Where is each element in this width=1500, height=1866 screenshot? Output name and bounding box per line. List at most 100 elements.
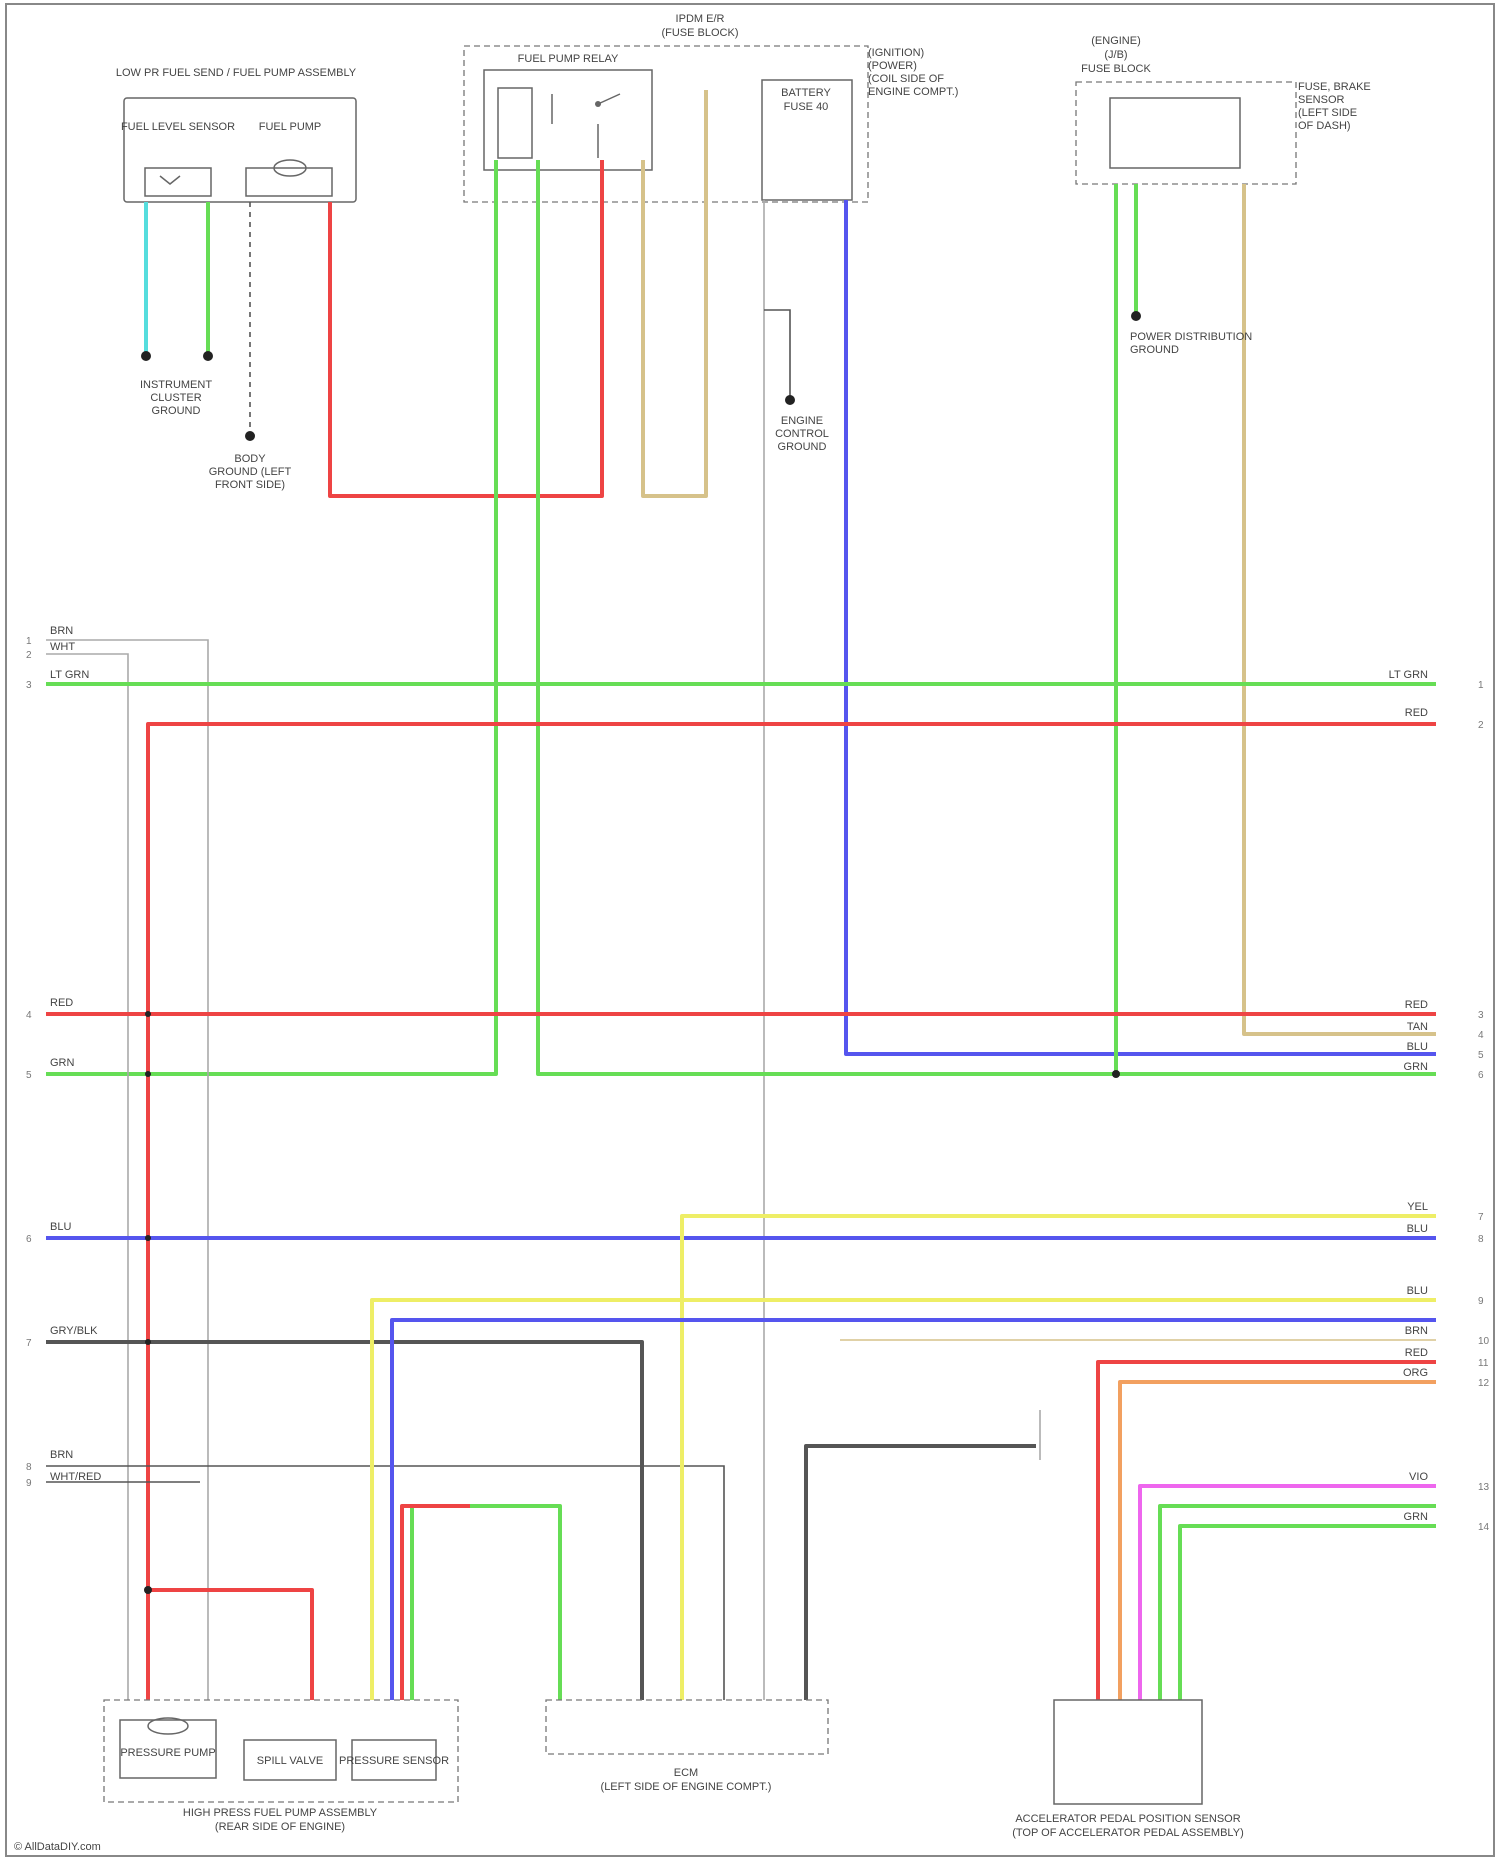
ground1-line1: INSTRUMENT — [140, 379, 212, 391]
fuel-tank-title: LOW PR FUEL SEND / FUEL PUMP ASSEMBLY — [116, 67, 357, 79]
battery-fuse-label: BATTERY — [781, 87, 831, 99]
ground2-line3: FRONT SIDE) — [215, 479, 285, 491]
svg-text:VIO: VIO — [1409, 1471, 1428, 1483]
svg-text:6: 6 — [1478, 1070, 1484, 1081]
svg-text:6: 6 — [26, 1234, 32, 1245]
relay-coil — [498, 88, 532, 158]
app-sensor-title: ACCELERATOR PEDAL POSITION SENSOR — [1015, 1813, 1240, 1825]
svg-text:BRN: BRN — [50, 1449, 73, 1461]
svg-text:8: 8 — [1478, 1234, 1484, 1245]
svg-text:9: 9 — [1478, 1296, 1484, 1307]
svg-text:ORG: ORG — [1403, 1367, 1428, 1379]
spill-valve-label: SPILL VALVE — [257, 1755, 323, 1767]
svg-text:2: 2 — [26, 650, 32, 661]
right-block-title: FUSE BLOCK — [1081, 63, 1151, 75]
fuel-tank-assembly: LOW PR FUEL SEND / FUEL PUMP ASSEMBLY FU… — [116, 67, 357, 202]
svg-text:GRN: GRN — [1404, 1061, 1429, 1073]
svg-text:RED: RED — [1405, 1347, 1428, 1359]
svg-text:LT GRN: LT GRN — [50, 669, 89, 681]
svg-text:5: 5 — [1478, 1050, 1484, 1061]
right-note-4: OF DASH) — [1298, 120, 1351, 132]
footer-credit: © AllDataDIY.com — [14, 1841, 101, 1853]
svg-text:RED: RED — [1405, 999, 1428, 1011]
svg-text:11: 11 — [1478, 1358, 1489, 1369]
svg-text:10: 10 — [1478, 1336, 1490, 1347]
svg-text:BLU: BLU — [1407, 1041, 1428, 1053]
accelerator-pedal-sensor: ACCELERATOR PEDAL POSITION SENSOR (TOP O… — [1012, 1700, 1243, 1839]
fuel-level-sensor-icon — [160, 176, 180, 184]
page-frame — [6, 4, 1494, 1856]
ipdm-title: IPDM E/R — [676, 13, 725, 25]
right-block-sub: (J/B) — [1104, 49, 1127, 61]
svg-text:5: 5 — [26, 1070, 32, 1081]
battery-fuse-sub: FUSE 40 — [784, 101, 829, 113]
svg-text:LT GRN: LT GRN — [1389, 669, 1428, 681]
ecm-connector: ECM (LEFT SIDE OF ENGINE COMPT.) — [546, 1700, 828, 1793]
svg-text:7: 7 — [1478, 1212, 1484, 1223]
hp-pump-subtitle: (REAR SIDE OF ENGINE) — [215, 1821, 345, 1833]
svg-text:RED: RED — [50, 997, 73, 1009]
ecm-subtitle: (LEFT SIDE OF ENGINE COMPT.) — [601, 1781, 772, 1793]
svg-text:RED: RED — [1405, 707, 1428, 719]
ground2-line2: GROUND (LEFT — [209, 466, 292, 478]
ipdm-subtitle: (FUSE BLOCK) — [661, 27, 738, 39]
svg-text:TAN: TAN — [1407, 1021, 1428, 1033]
top-grounds: INSTRUMENT CLUSTER GROUND BODY GROUND (L… — [140, 311, 1252, 491]
svg-text:1: 1 — [1478, 680, 1484, 691]
svg-text:12: 12 — [1478, 1378, 1490, 1389]
svg-text:WHT: WHT — [50, 641, 75, 653]
fuel-pump-relay-label: FUEL PUMP RELAY — [518, 53, 619, 65]
svg-text:4: 4 — [26, 1010, 32, 1021]
ground4-line2: GROUND — [1130, 344, 1179, 356]
right-note-2: SENSOR — [1298, 94, 1345, 106]
svg-text:3: 3 — [1478, 1010, 1484, 1021]
svg-text:1: 1 — [26, 636, 32, 647]
ipdm-note-1: (IGNITION) — [868, 47, 924, 59]
svg-text:YEL: YEL — [1407, 1201, 1428, 1213]
right-note-1: FUSE, BRAKE — [1298, 81, 1371, 93]
junction-dots — [144, 1011, 1120, 1594]
bus-wires — [46, 640, 1436, 1700]
ground3-line1: ENGINE — [781, 415, 823, 427]
ground3-line2: CONTROL — [775, 428, 829, 440]
svg-text:2: 2 — [1478, 720, 1484, 731]
hp-pump-title: HIGH PRESS FUEL PUMP ASSEMBLY — [183, 1807, 378, 1819]
ipdm-note-4: ENGINE COMPT.) — [868, 86, 958, 98]
svg-text:GRN: GRN — [50, 1057, 75, 1069]
svg-text:BLU: BLU — [1407, 1223, 1428, 1235]
svg-text:9: 9 — [26, 1478, 32, 1489]
svg-text:BLU: BLU — [50, 1221, 71, 1233]
ground2-line1: BODY — [234, 453, 266, 465]
svg-text:14: 14 — [1478, 1522, 1490, 1533]
svg-text:BRN: BRN — [50, 625, 73, 637]
right-note-3: (LEFT SIDE — [1298, 107, 1357, 119]
fuel-level-sensor-label: FUEL LEVEL SENSOR — [121, 121, 235, 133]
svg-text:WHT/RED: WHT/RED — [50, 1471, 101, 1483]
ground1-line3: GROUND — [152, 405, 201, 417]
svg-text:GRN: GRN — [1404, 1511, 1429, 1523]
svg-text:4: 4 — [1478, 1030, 1484, 1041]
relay-switch-icon — [552, 94, 620, 158]
ipdm-note-3: (COIL SIDE OF — [868, 73, 944, 85]
svg-text:BRN: BRN — [1405, 1325, 1428, 1337]
svg-text:7: 7 — [26, 1338, 32, 1349]
ground4-line1: POWER DISTRIBUTION — [1130, 331, 1252, 343]
pressure-pump-label: PRESSURE PUMP — [120, 1747, 215, 1759]
svg-text:GRY/BLK: GRY/BLK — [50, 1325, 98, 1337]
svg-text:3: 3 — [26, 680, 32, 691]
svg-text:BLU: BLU — [1407, 1285, 1428, 1297]
right-fuse-block: (ENGINE) (J/B) FUSE BLOCK FUSE, BRAKE SE… — [1076, 35, 1371, 184]
ground3-line3: GROUND — [778, 441, 827, 453]
svg-text:13: 13 — [1478, 1482, 1490, 1493]
ipdm-note-2: (POWER) — [868, 60, 917, 72]
svg-text:8: 8 — [26, 1462, 32, 1473]
ecm-title: ECM — [674, 1767, 698, 1779]
pressure-sensor-label: PRESSURE SENSOR — [339, 1755, 449, 1767]
ground1-line2: CLUSTER — [150, 392, 201, 404]
right-block-tag: (ENGINE) — [1091, 35, 1141, 47]
fuel-pump-label: FUEL PUMP — [259, 121, 322, 133]
high-pressure-pump-assembly: PRESSURE PUMP SPILL VALVE PRESSURE SENSO… — [104, 1700, 458, 1833]
